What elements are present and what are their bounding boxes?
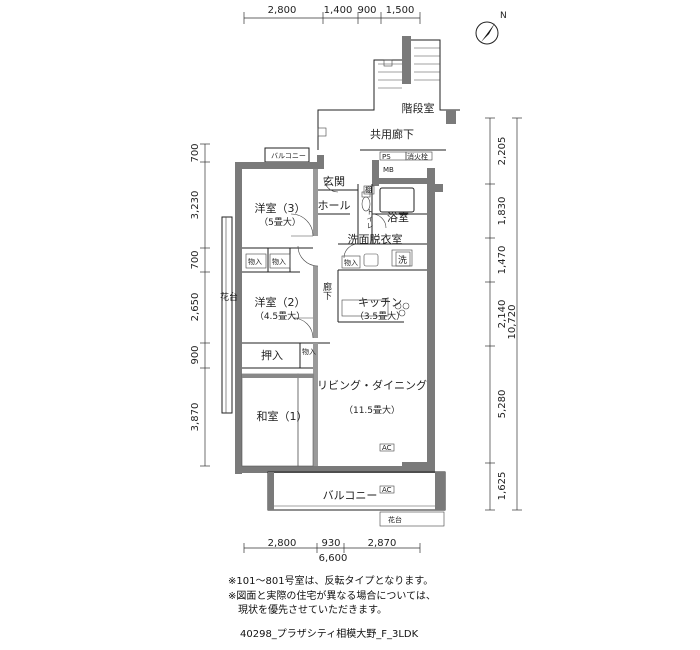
dim-right-4: 2,140 [497,300,508,329]
outer-walls [235,155,443,474]
dim-bottom-1: 2,800 [268,538,297,549]
balcony-label: バルコニー [323,489,378,502]
storage3-label: 物入 [344,258,358,267]
western2-size: （4.5畳大） [255,310,305,322]
dim-top-4: 1,500 [386,5,415,16]
storage1-label: 物入 [248,257,262,266]
balcony-top-label: バルコニー [271,152,306,160]
caption: 40298_プラザシティ相模大野_F_3LDK [240,627,419,640]
right-dimensions: 2,205 1,830 1,470 2,140 5,280 1,625 10,7… [485,117,522,511]
left-flowerbed: 花台 [220,216,238,414]
top-balcony: バルコニー [264,147,310,163]
wash-label: 洗 [398,254,407,266]
dim-right-2: 1,830 [497,197,508,226]
dim-bottom-3: 2,870 [368,538,397,549]
north-arrow-icon: N [475,11,507,45]
fire-ext-label: 消火栓 [407,152,428,161]
top-dimensions: 2,800 1,400 900 1,500 [243,5,421,24]
dim-right-1: 2,205 [497,137,508,166]
closet-label: 押入 [261,348,283,362]
dim-left-6: 3,870 [190,403,201,432]
washroom-label: 洗面脱衣室 [348,232,403,246]
flowerbed2-label: 花台 [388,515,402,524]
room-labels: 玄関 ホール トイレ 浴室 洋室（3） （5畳大） 洗面脱衣室 物入 物入 物入… [245,174,427,423]
dim-left-5: 900 [190,345,201,364]
hallway-label: 廊下 [321,281,332,301]
entrance-label: 玄関 [323,174,345,188]
hall-label: ホール [318,199,351,212]
kitchen-size: （3.5畳大） [355,310,405,322]
kitchen-label: キッチン [358,296,402,309]
dim-left-3: 700 [190,250,201,269]
dim-right-total: 10,720 [507,305,518,340]
note-1: ※101～801号室は、反転タイプとなります。 [228,574,433,587]
storage2-label: 物入 [272,257,286,266]
ac-label-1: AC [382,444,392,452]
stair-label: 階段室 [402,101,435,115]
dim-bottom-total: 6,600 [319,553,348,564]
flowerbed-label: 花台 [220,291,238,303]
storage4-label: 物入 [302,347,316,356]
dim-left-4: 2,650 [190,293,201,322]
north-label: N [500,11,507,21]
note-2: ※図面と実際の住宅が異なる場合については、 [228,589,436,602]
toilet-label: トイレ [366,208,374,229]
dim-top-2: 1,400 [324,5,353,16]
meter-label: MB [383,166,394,174]
common-corridor-label: 共用廊下 [370,127,414,141]
dim-top-3: 900 [357,5,376,16]
doors [290,177,387,339]
japanese-label: 和室（1） [257,409,308,423]
dim-top-1: 2,800 [268,5,297,16]
notes: ※101～801号室は、反転タイプとなります。 ※図面と実際の住宅が異なる場合に… [228,574,436,640]
note-3: 現状を優先させていただきます。 [228,603,387,616]
left-dimensions: 700 3,230 700 2,650 900 3,870 [190,143,210,467]
bottom-dimensions: 2,800 930 2,870 6,600 [243,538,421,564]
bath-label: 浴室 [387,210,409,224]
stairwell: 階段室 [317,36,460,128]
living-size: （11.5畳大） [344,404,400,416]
dim-bottom-2: 930 [321,538,340,549]
tatami-area [241,373,314,467]
shoe-label: 棚 [365,185,372,194]
western3-label: 洋室（3） [255,201,306,215]
western2-label: 洋室（2） [255,295,306,309]
living-label: リビング・ダイニング [317,378,427,392]
balcony: 花台 バルコニー [267,471,446,527]
western3-size: （5畳大） [259,216,301,228]
common-corridor: 共用廊下 PS 消火栓 MB [317,127,446,174]
dim-left-1: 700 [190,143,201,162]
fixtures: AC AC 棚 [341,185,415,494]
dim-right-6: 1,625 [497,472,508,501]
dim-right-5: 5,280 [497,390,508,419]
dim-right-3: 1,470 [497,246,508,275]
ps-label: PS [382,153,391,161]
dim-left-2: 3,230 [190,191,201,220]
ac-label-2: AC [382,486,392,494]
